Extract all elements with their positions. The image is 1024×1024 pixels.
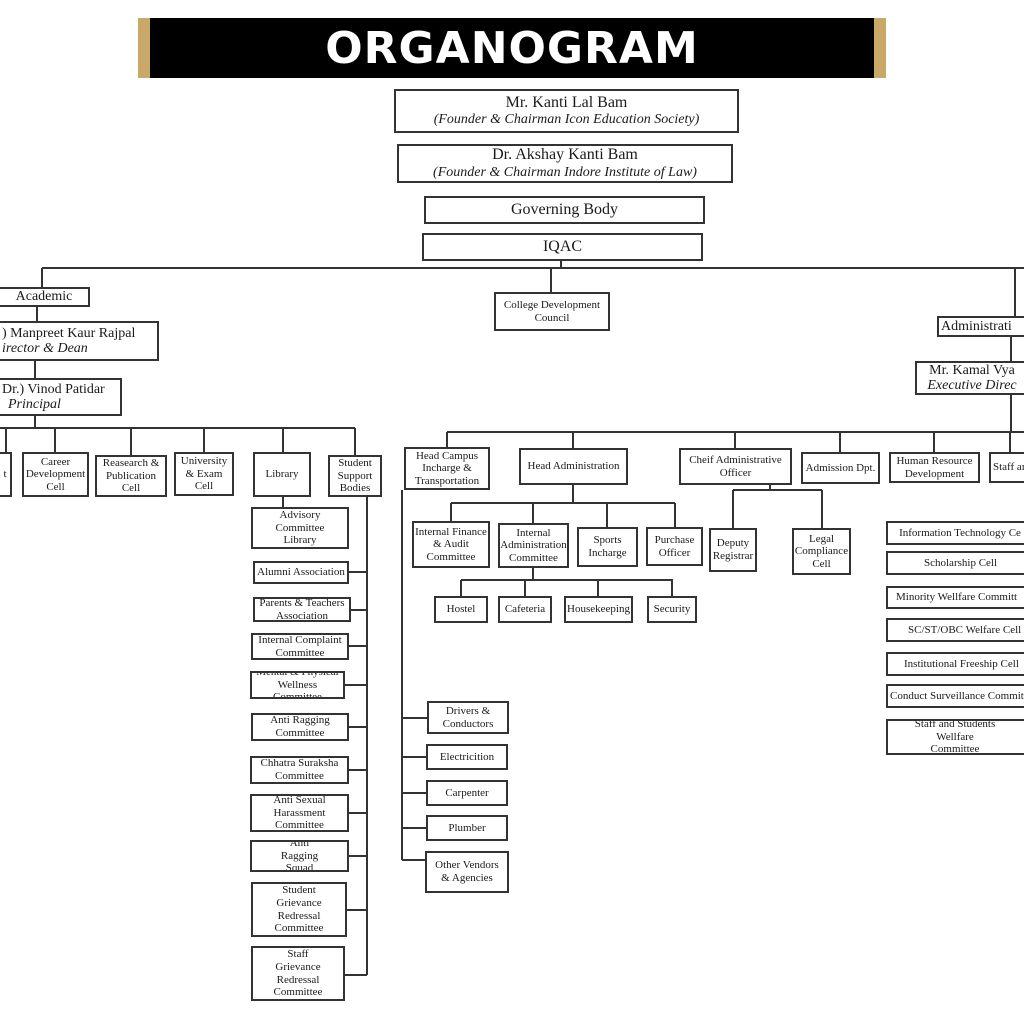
role: Executive Direc [927,378,1017,393]
academic-unit: t [0,452,12,497]
facility: Security [647,596,697,623]
founder-institute-of-law: Dr. Akshay Kanti Bam(Founder & Chairman … [397,144,733,183]
admin-cell: Institutional Freeship Cell [886,652,1024,676]
founder-icon-society: Mr. Kanti Lal Bam(Founder & Chairman Ico… [394,89,739,133]
admin-cell: Information Technology Ce [886,521,1024,545]
role: (Founder & Chairman Icon Education Socie… [433,112,700,128]
admin-unit: Cheif Administrative Officer [679,448,792,485]
advisory-committee-library: Advisory Committee Library [251,507,349,549]
academic-unit: Reasearch & Publication Cell [95,455,167,497]
support-body: Student Grievance Redressal Committee [251,882,347,937]
admin-cell: Minority Wellfare Committ [886,586,1024,609]
name: ) Manpreet Kaur Rajpal [2,325,136,341]
admin-unit: Head Campus Incharge & Transportation [404,447,490,490]
facility: Cafeteria [498,596,552,623]
role: Principal [8,397,61,412]
admin-unit: Staff an [989,452,1024,483]
support-body: Parents & Teachers Association [253,597,351,622]
name: Mr. Kamal Vya [929,362,1015,378]
iqac: IQAC [422,233,703,261]
admin-cell: Conduct Surveillance Commit [886,684,1024,708]
admin-cell: Staff and Students Wellfare Committee [886,719,1024,755]
admin-cell: Scholarship Cell [886,551,1024,575]
campus-staff: Other Vendors & Agencies [425,851,509,893]
role: (Founder & Chairman Indore Institute of … [433,164,697,180]
admin-cell: SC/ST/OBC Welfare Cell [886,618,1024,642]
admin-unit: Admission Dpt. [801,452,880,484]
academic-unit: Student Support Bodies [328,455,382,497]
legal-compliance-cell: Legal Compliance Cell [792,528,851,575]
admin-committee: Sports Incharge [577,527,638,567]
admin-committee: Internal Administration Committee [498,523,569,568]
support-body: Anti Ragging Committee [251,713,349,741]
admin-unit: Head Administration [519,448,628,485]
name: Dr. Akshay Kanti Bam [492,146,638,164]
support-body: Alumni Association [253,561,349,584]
facility: Hostel [434,596,488,623]
academic: Academic [0,287,90,307]
academic-unit: Career Development Cell [22,452,89,497]
name: Dr.) Vinod Patidar [2,381,105,397]
support-body: Anti Sexual Harassment Committee [250,794,349,832]
support-body: Anti Ragging Squad [250,840,349,872]
administration: Administrati [937,316,1024,337]
support-body: Staff Grievance Redressal Committee [251,946,345,1001]
admin-unit: Human Resource Development [889,452,980,483]
admin-committee: Internal Finance & Audit Committee [412,521,490,568]
support-body: Mental & Physical Wellness Committee [250,671,345,699]
role: irector & Dean [2,341,88,356]
support-body: Chhatra Suraksha Committee [250,756,349,784]
academic-unit: Library [253,452,311,497]
support-body: Internal Complaint Committee [251,633,349,660]
campus-staff: Drivers & Conductors [427,701,509,734]
campus-staff: Carpenter [426,780,508,806]
campus-staff: Electricition [426,744,508,770]
name: Mr. Kanti Lal Bam [505,93,628,111]
campus-staff: Plumber [426,815,508,841]
page-title: ORGANOGRAM [325,22,699,74]
college-development-council: College Development Council [494,292,610,331]
organogram-header: ORGANOGRAM [138,18,886,78]
governing-body: Governing Body [424,196,705,224]
deputy-registrar: Deputy Registrar [709,528,757,572]
admin-committee: Purchase Officer [646,527,703,566]
academic-unit: University & Exam Cell [174,452,234,496]
facility: Housekeeping [564,596,633,623]
